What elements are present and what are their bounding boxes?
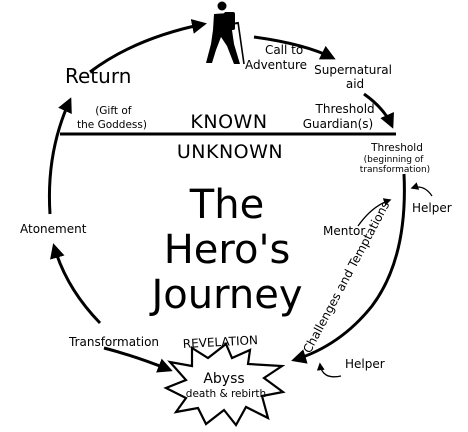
title-line-3: Journey xyxy=(149,272,303,318)
cycle-arc-atonement-return xyxy=(47,97,72,215)
cycle-arc-call-to-aid xyxy=(253,35,336,60)
call-to-adventure-label: Call to Adventure xyxy=(245,43,307,72)
cycle-arc-challenges xyxy=(291,173,406,364)
atonement-label: Atonement xyxy=(20,222,87,236)
abyss-note: death & rebirth xyxy=(186,388,266,400)
abyss-label: Abyss xyxy=(203,371,244,387)
threshold-guardians-label: Threshold Guardian(s) xyxy=(303,102,379,131)
unknown-label: UNKNOWN xyxy=(177,141,283,163)
title-line-1: The xyxy=(189,182,264,228)
starburst-icon xyxy=(163,342,286,427)
helper-top-arrow xyxy=(410,182,433,197)
transformation-label: Transformation xyxy=(68,335,159,349)
gift-label: (Gift of the Goddess) xyxy=(77,105,147,131)
mentor-arrow xyxy=(357,198,392,227)
helper-bottom-label: Helper xyxy=(345,357,385,371)
threshold-label: Threshold xyxy=(370,142,423,154)
cycle-arc-transformation xyxy=(50,243,102,325)
mentor-label: Mentor xyxy=(323,224,365,238)
return-label: Return xyxy=(65,64,131,88)
helper-bottom-arrow xyxy=(316,362,342,378)
threshold-note: (beginning of transformation) xyxy=(360,155,430,175)
cycle-arc-to-abyss xyxy=(103,346,173,373)
known-label: KNOWN xyxy=(190,111,267,133)
helper-top-label: Helper xyxy=(412,201,452,215)
cycle-arc-aid-to-threshold xyxy=(363,92,394,129)
hiker-icon xyxy=(206,1,245,65)
title-line-2: Hero's xyxy=(164,227,291,273)
revelation-label: REVELATION xyxy=(182,333,258,351)
supernatural-aid-label: Supernatural aid xyxy=(314,63,396,91)
cycle-arc-top-left xyxy=(89,19,207,74)
